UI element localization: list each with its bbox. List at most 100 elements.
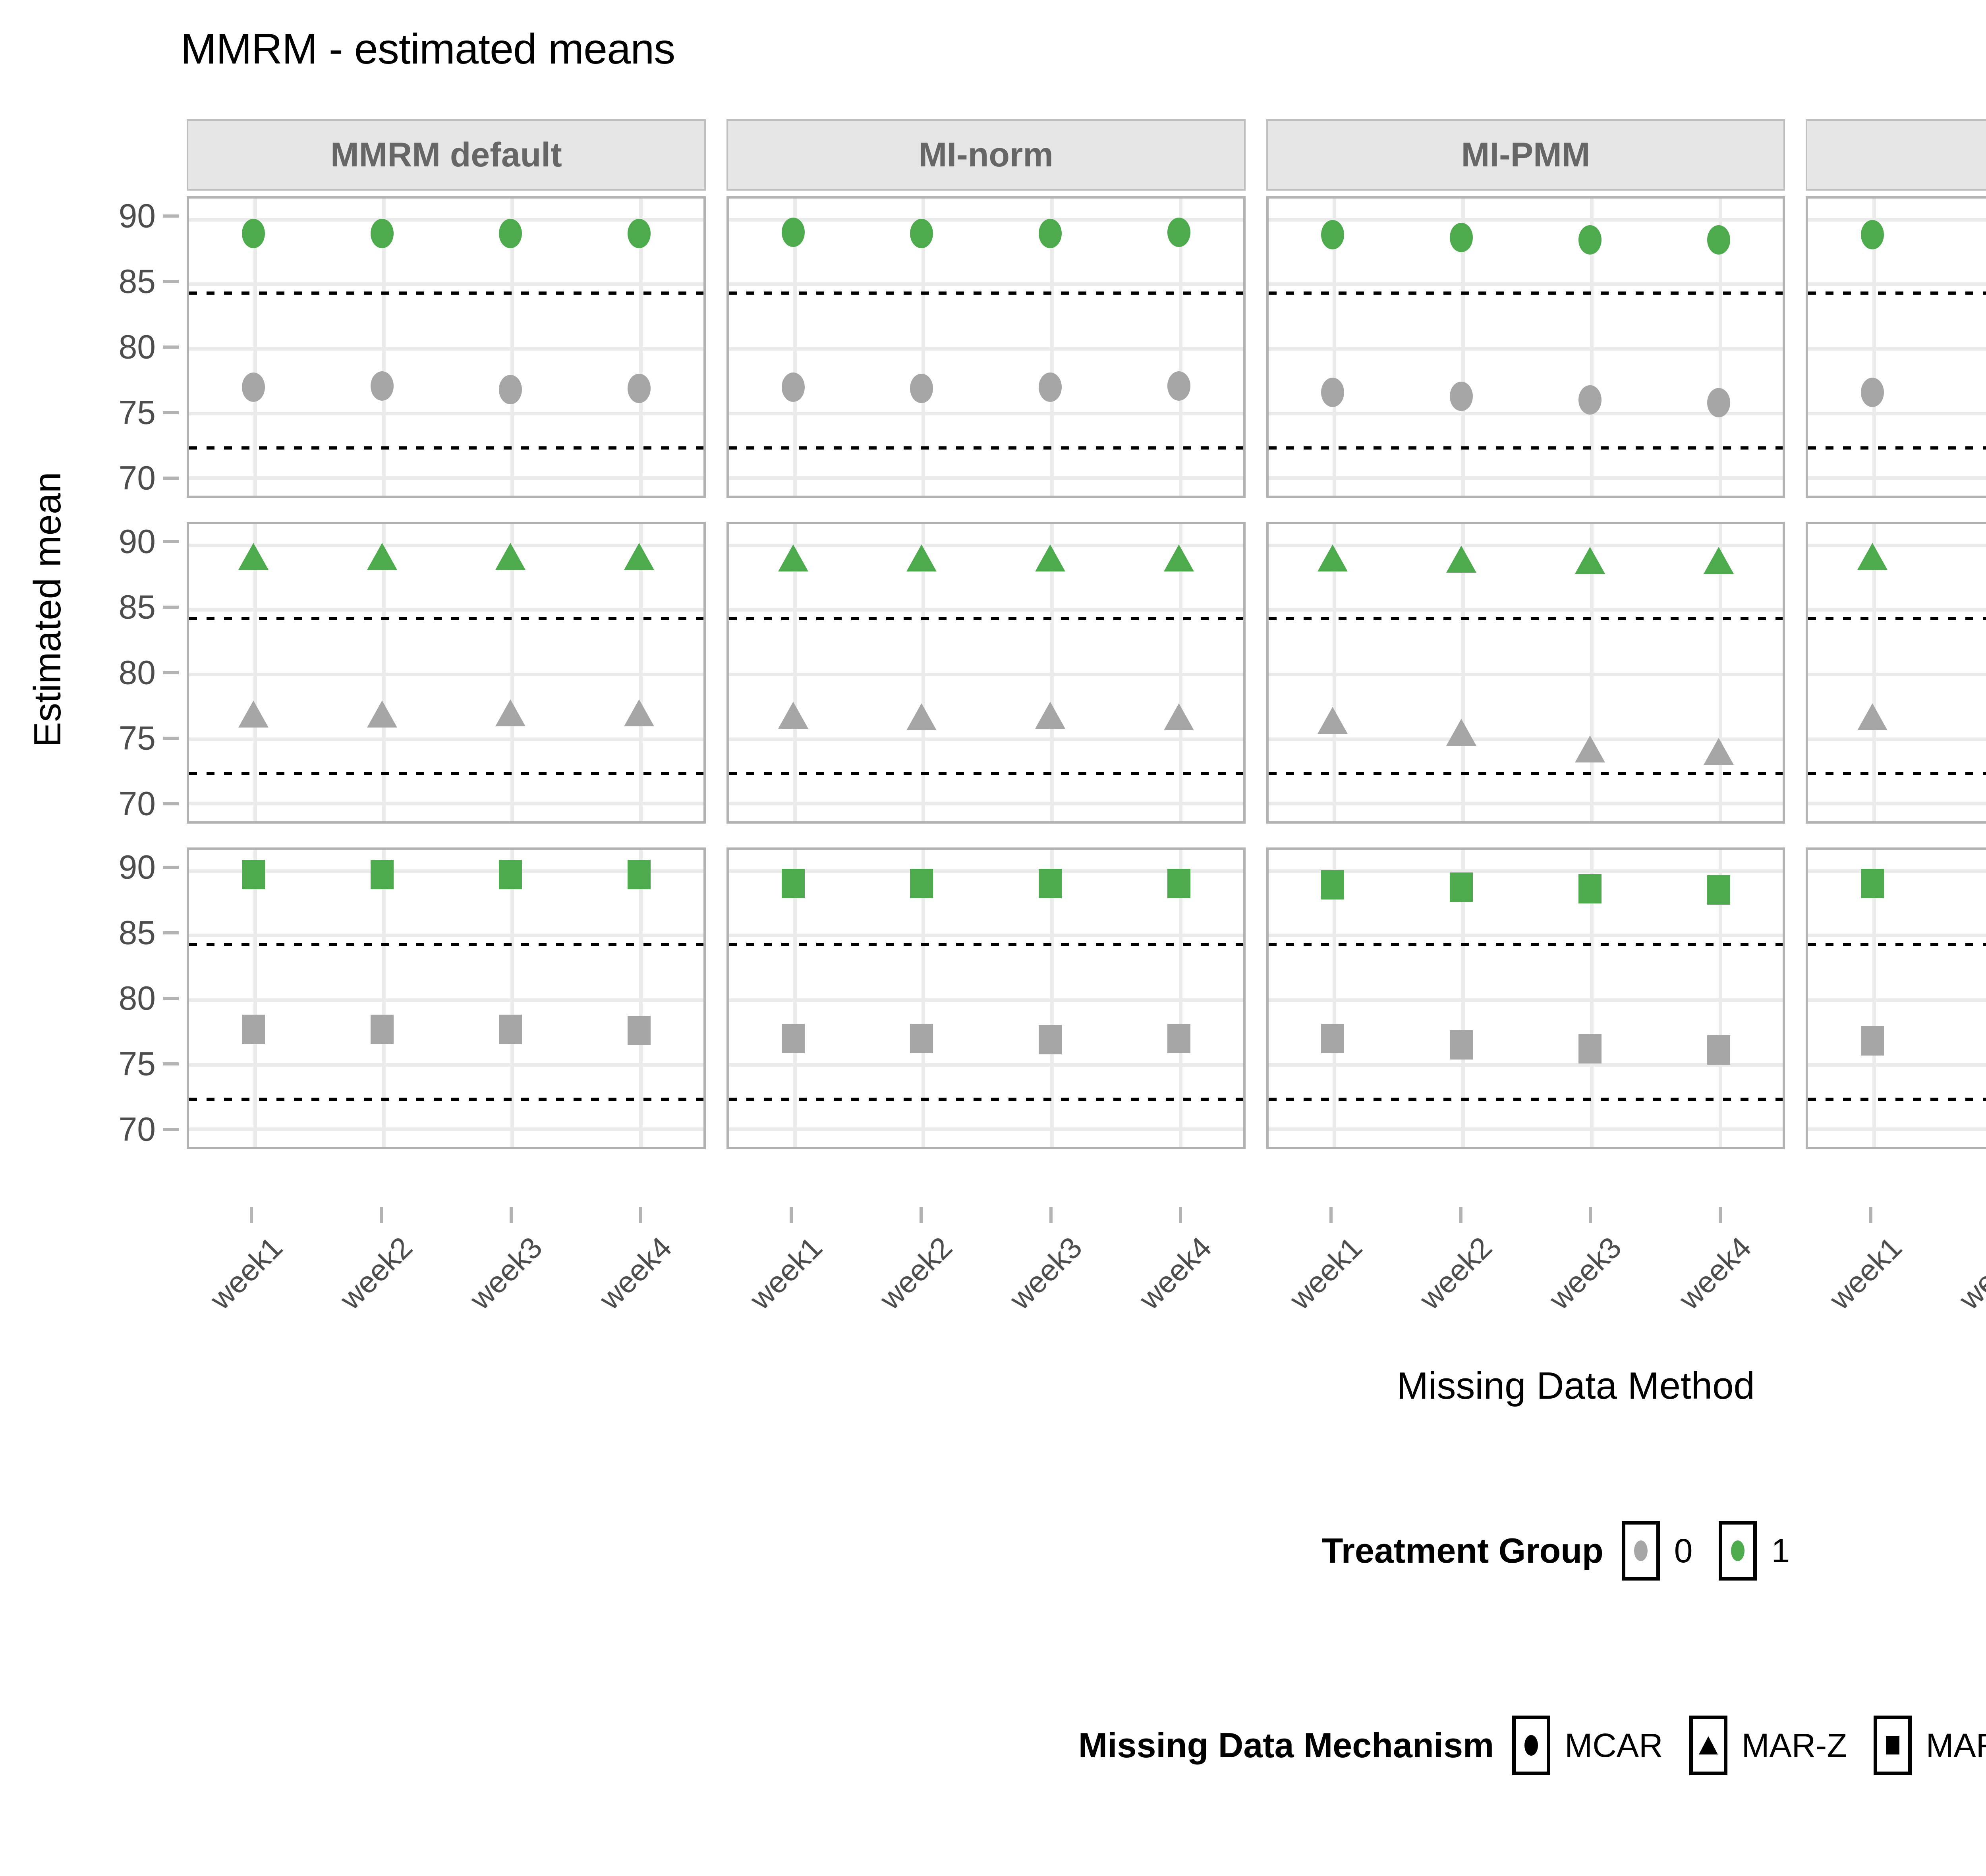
legend-key-mechanism-mar-x[interactable] — [1873, 1716, 1912, 1775]
gridline-horizontal — [189, 1063, 703, 1067]
gridline-horizontal — [1808, 998, 1986, 1002]
gridline-vertical — [639, 850, 643, 1147]
x-tick-mark — [380, 1207, 383, 1223]
gridline-vertical — [510, 199, 514, 496]
data-point-triangle-group1 — [495, 543, 526, 570]
data-point-square-group0 — [499, 1015, 522, 1044]
y-tick-label: 70 — [118, 1110, 156, 1148]
data-point-triangle-group0 — [1703, 738, 1734, 765]
data-point-square-group1 — [499, 859, 522, 889]
gridline-horizontal — [189, 1127, 703, 1131]
data-point-square-group1 — [1039, 869, 1062, 898]
gridline-horizontal — [1808, 737, 1986, 741]
reference-line — [189, 446, 703, 450]
legend-key-mechanism-mcar[interactable] — [1512, 1716, 1551, 1775]
legend-label-treatment-1: 1 — [1771, 1532, 1790, 1569]
data-point-triangle-group1 — [238, 543, 269, 570]
data-point-triangle-group1 — [1575, 547, 1605, 574]
gridline-horizontal — [1808, 347, 1986, 351]
data-point-circle-group0 — [370, 371, 394, 401]
gridline-horizontal — [189, 543, 703, 547]
data-point-circle-group1 — [627, 218, 651, 248]
data-point-circle-group1 — [1167, 217, 1190, 247]
gridline-vertical — [1461, 524, 1465, 821]
y-tick-label: 70 — [118, 459, 156, 497]
x-tick-label-week3: week3 — [1542, 1230, 1629, 1316]
data-point-triangle-group1 — [367, 543, 397, 570]
gridline-horizontal — [1268, 218, 1783, 222]
gridline-vertical — [639, 199, 643, 496]
y-tick-mark — [163, 214, 179, 218]
data-point-square-group0 — [1861, 1026, 1884, 1056]
data-point-circle-group0 — [627, 374, 651, 403]
gridline-vertical — [1590, 850, 1594, 1147]
x-tick-label-week1: week1 — [1823, 1230, 1909, 1316]
data-point-circle-group1 — [1707, 225, 1730, 255]
gridline-horizontal — [1268, 347, 1783, 351]
legend-circle-icon — [1524, 1735, 1538, 1756]
data-point-circle-group1 — [241, 218, 265, 248]
gridline-horizontal — [189, 998, 703, 1002]
legend-key-mechanism-mar-z[interactable] — [1689, 1716, 1727, 1775]
gridline-vertical — [510, 850, 514, 1147]
gridline-horizontal — [1808, 543, 1986, 547]
x-tick-label-week2: week2 — [1413, 1230, 1499, 1316]
x-tick-label-week4: week4 — [1132, 1230, 1219, 1316]
gridline-horizontal — [1808, 411, 1986, 415]
gridline-vertical — [382, 524, 386, 821]
x-tick-label-week2: week2 — [1952, 1230, 1986, 1316]
x-tick-mark — [1049, 1207, 1053, 1223]
data-point-triangle-group1 — [1035, 544, 1066, 571]
reference-line — [1808, 943, 1986, 946]
gridline-vertical — [1872, 850, 1876, 1147]
data-point-square-group0 — [1578, 1034, 1602, 1063]
data-point-triangle-group0 — [906, 703, 937, 730]
gridline-horizontal — [728, 737, 1243, 741]
y-tick-mark — [163, 605, 179, 609]
x-tick-mark — [250, 1207, 253, 1223]
gridline-vertical — [922, 199, 925, 496]
page-title: MMRM - estimated means — [181, 25, 675, 73]
data-point-circle-group1 — [499, 218, 522, 248]
gridline-vertical — [382, 199, 386, 496]
data-point-circle-group1 — [1578, 225, 1602, 255]
data-point-square-group1 — [1450, 872, 1473, 902]
data-point-triangle-group0 — [1446, 718, 1477, 746]
reference-line — [1808, 772, 1986, 776]
gridline-horizontal — [189, 802, 703, 806]
reference-line — [1268, 1098, 1783, 1101]
x-tick-mark — [1869, 1207, 1872, 1223]
gridline-horizontal — [1808, 218, 1986, 222]
gridline-horizontal — [1808, 476, 1986, 480]
data-point-circle-group1 — [1861, 220, 1884, 250]
gridline-horizontal — [728, 934, 1243, 938]
data-point-square-group1 — [1707, 875, 1730, 905]
legend-triangle-icon — [1698, 1736, 1718, 1754]
gridline-horizontal — [1808, 282, 1986, 286]
gridline-vertical — [1590, 524, 1594, 821]
legend-key-treatment-1[interactable] — [1719, 1521, 1757, 1581]
y-tick-label: 80 — [118, 328, 156, 366]
x-tick-mark — [919, 1207, 923, 1223]
gridline-horizontal — [1268, 411, 1783, 415]
gridline-vertical — [1461, 199, 1465, 496]
gridline-horizontal — [1808, 1063, 1986, 1067]
panel-mi-norm-mar-x — [726, 847, 1246, 1149]
data-point-circle-group0 — [1450, 381, 1473, 411]
gridline-vertical — [793, 524, 797, 821]
gridline-horizontal — [728, 476, 1243, 480]
data-point-triangle-group1 — [1163, 544, 1194, 571]
gridline-horizontal — [189, 282, 703, 286]
x-tick-mark — [1179, 1207, 1182, 1223]
x-tick-mark — [1589, 1207, 1592, 1223]
gridline-horizontal — [1268, 1127, 1783, 1131]
y-tick-mark — [163, 671, 179, 674]
legend-key-treatment-0[interactable] — [1621, 1521, 1660, 1581]
panel-row-mar-x: MAR-X — [187, 847, 1986, 1149]
gridline-horizontal — [728, 998, 1243, 1002]
data-point-circle-group0 — [1167, 371, 1190, 401]
panel-mmrm-default-mar-z — [187, 522, 706, 824]
gridline-vertical — [1718, 850, 1722, 1147]
